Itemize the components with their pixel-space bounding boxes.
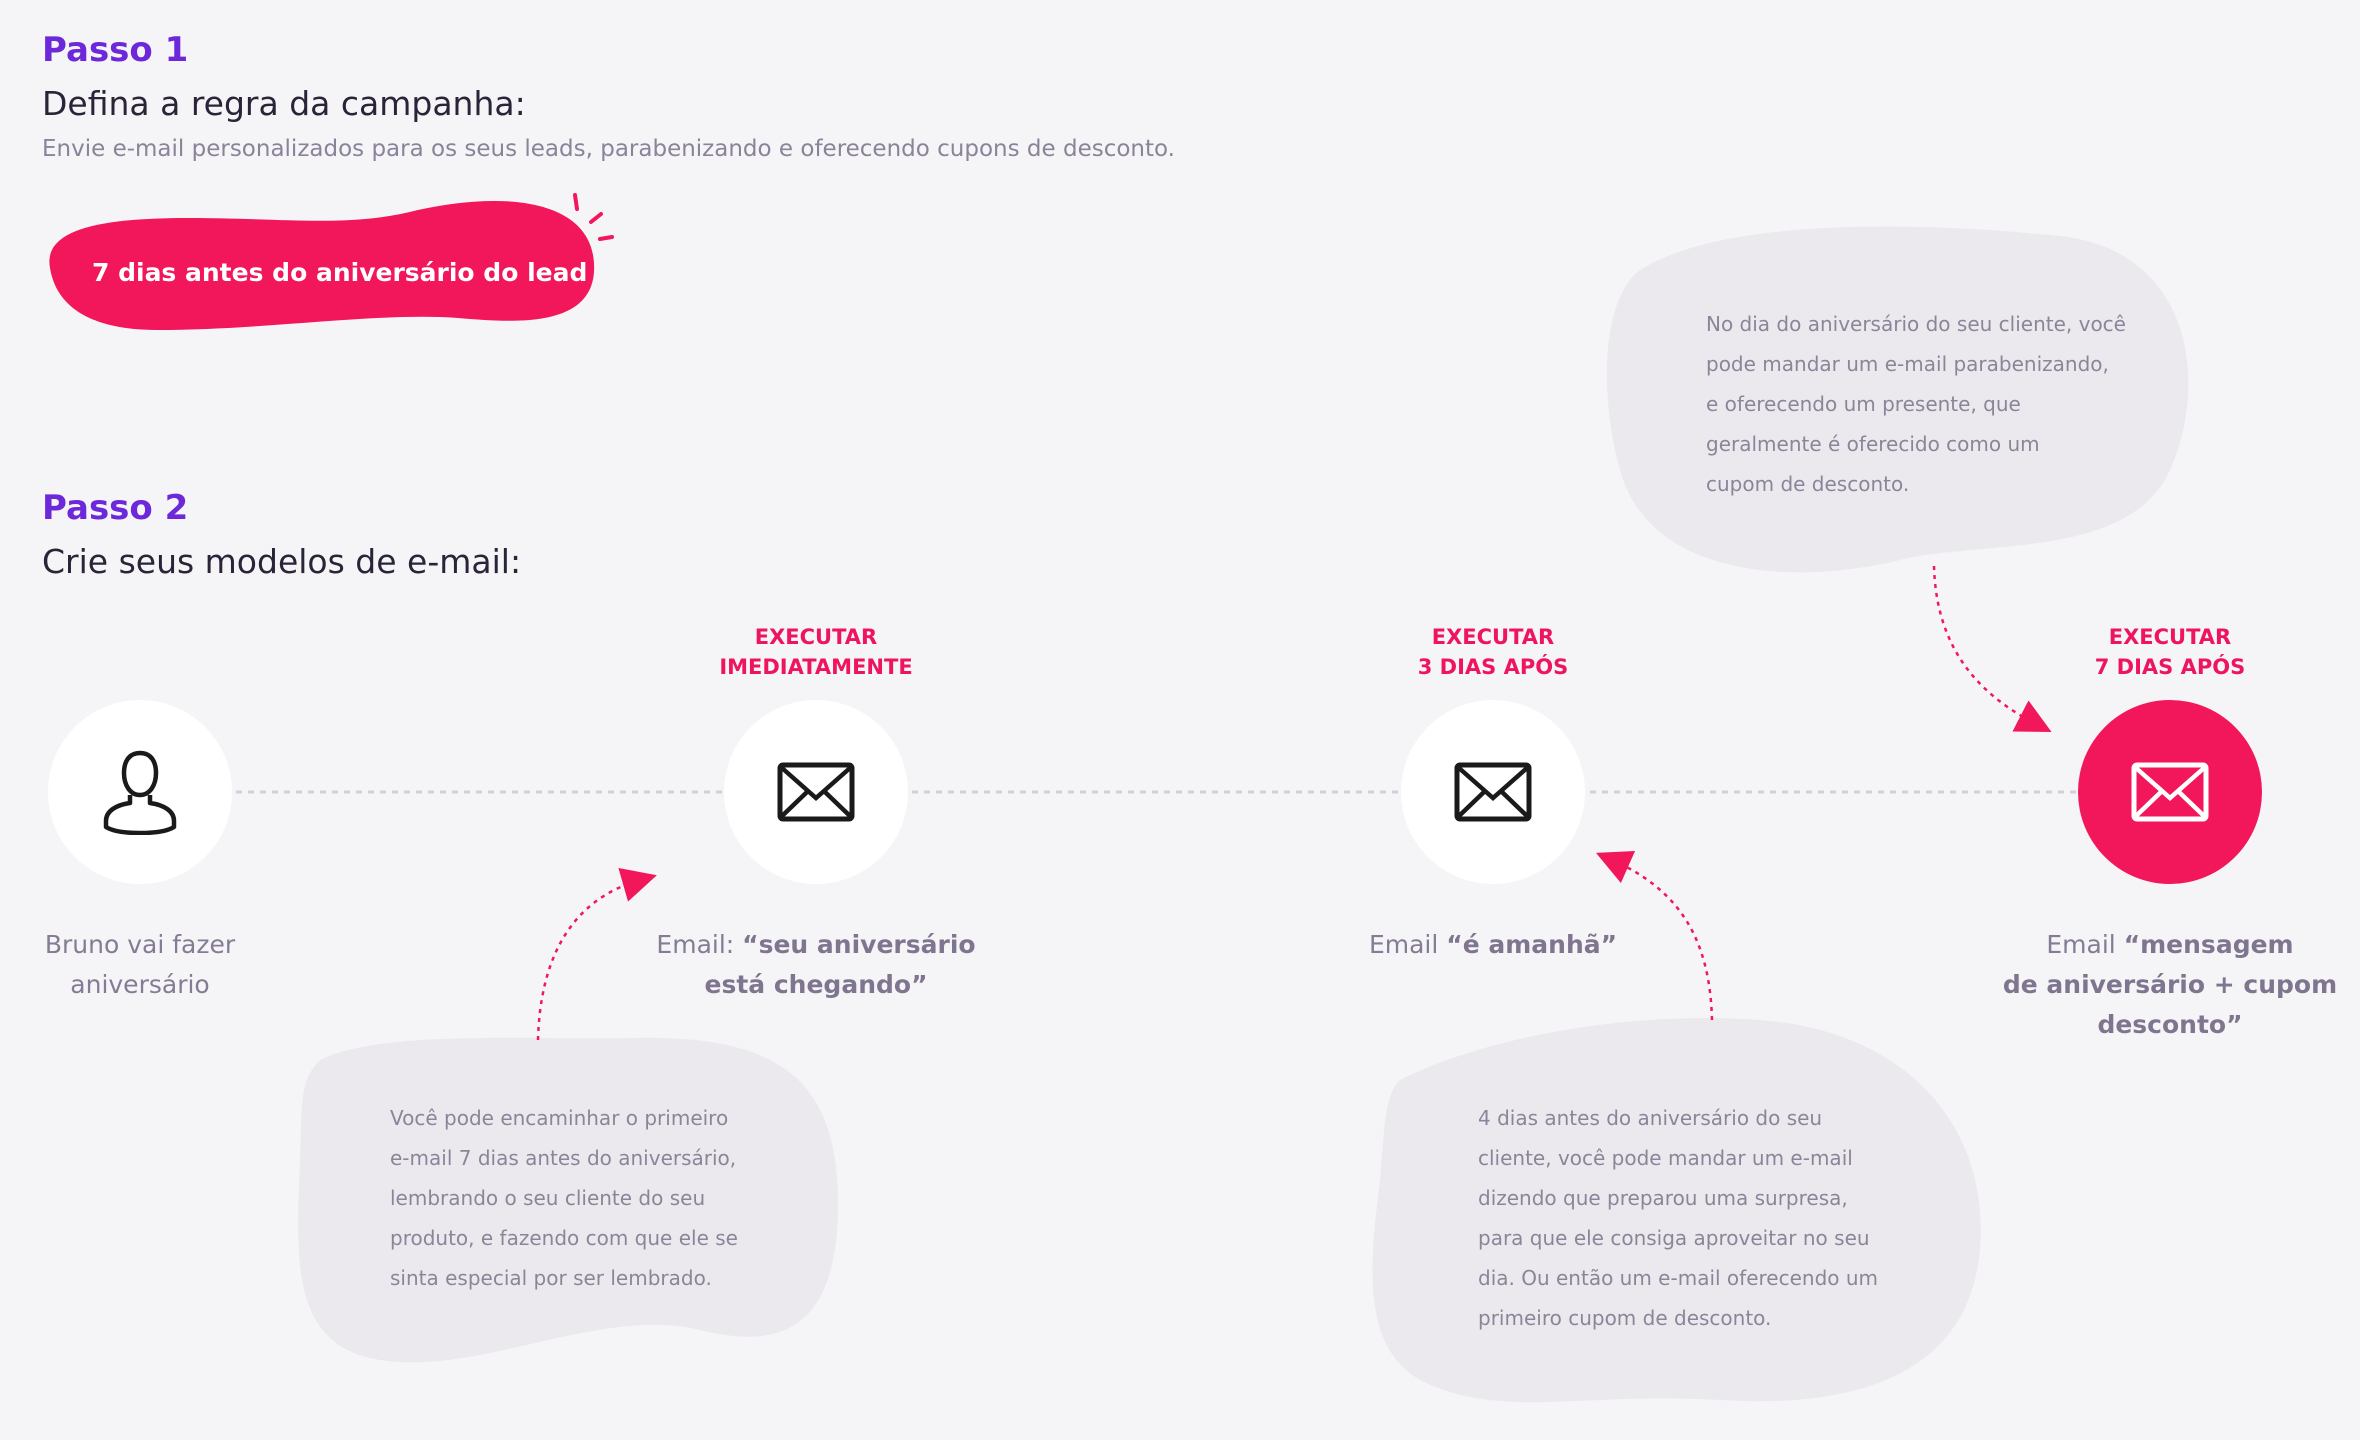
tip3-line: cupom de desconto. [1706, 472, 1910, 496]
email1-node[interactable] [724, 700, 908, 884]
caption-subject: de aniversário + cupom [2002, 970, 2338, 999]
tip2-text: 4 dias antes do aniversário do seu clien… [1478, 1098, 1878, 1338]
tip2-line: dia. Ou então um e-mail oferecendo um [1478, 1266, 1879, 1290]
tip2-line: dizendo que preparou uma surpresa, [1478, 1186, 1848, 1210]
tip1-line: lembrando o seu cliente do seu [390, 1186, 706, 1210]
caption-subject: “mensagem [2123, 930, 2294, 959]
user-icon [103, 750, 177, 835]
exec-line: EXECUTAR [754, 625, 878, 649]
tip3-line: e oferecendo um presente, que [1706, 392, 2021, 416]
email2-node[interactable] [1401, 700, 1585, 884]
step2-subtitle: Crie seus modelos de e-mail: [42, 542, 522, 581]
caption-prefix: Email: [656, 930, 743, 959]
tip3-line: geralmente é oferecido como um [1706, 432, 2040, 456]
rule-badge-label: 7 dias antes do aniversário do lead [92, 258, 588, 287]
email3-node[interactable] [2078, 700, 2262, 884]
caption-line: aniversário [70, 970, 210, 999]
caption-subject: está chegando” [704, 970, 928, 999]
caption-line: Bruno vai fazer [44, 930, 236, 959]
rule-badge[interactable]: 7 dias antes do aniversário do lead [38, 190, 618, 340]
arrow-tip3 [1932, 565, 2052, 733]
tip1-line: produto, e fazendo com que ele se [390, 1226, 738, 1250]
tip2-line: primeiro cupom de desconto. [1478, 1306, 1772, 1330]
tip1-line: sinta especial por ser lembrado. [390, 1266, 712, 1290]
email1-caption: Email: “seu aniversário está chegando” [636, 925, 996, 1005]
email3-exec-label: EXECUTAR 7 DIAS APÓS [1990, 622, 2350, 682]
start-caption: Bruno vai fazer aniversário [0, 925, 300, 1005]
tip1-text: Você pode encaminhar o primeiro e-mail 7… [390, 1098, 738, 1298]
caption-prefix: Email [1368, 930, 1447, 959]
envelope-icon [1454, 762, 1532, 822]
tip3-line: pode mandar um e-mail parabenizando, [1706, 352, 2109, 376]
tip3-text: No dia do aniversário do seu cliente, vo… [1706, 304, 2126, 504]
tip1-blob [298, 1037, 839, 1363]
tip1-line: Você pode encaminhar o primeiro [390, 1106, 729, 1130]
caption-subject: “é amanhã” [1446, 930, 1618, 959]
envelope-icon [777, 762, 855, 822]
caption-subject: desconto” [2097, 1010, 2243, 1039]
caption-subject: “seu aniversário [742, 930, 976, 959]
email1-exec-label: EXECUTAR IMEDIATAMENTE [636, 622, 996, 682]
tip3-line: No dia do aniversário do seu cliente, vo… [1706, 312, 2126, 336]
caption-prefix: Email [2046, 930, 2124, 959]
exec-line: EXECUTAR [1431, 625, 1555, 649]
start-node[interactable] [48, 700, 232, 884]
exec-line: IMEDIATAMENTE [719, 655, 913, 679]
email2-exec-label: EXECUTAR 3 DIAS APÓS [1313, 622, 1673, 682]
tip3-blob [1606, 226, 2189, 573]
email2-caption: Email “é amanhã” [1313, 925, 1673, 965]
rule-badge-shape [49, 193, 614, 330]
tip2-line: 4 dias antes do aniversário do seu [1478, 1106, 1823, 1130]
step2-title: Passo 2 [42, 488, 189, 528]
exec-line: EXECUTAR [2108, 625, 2232, 649]
step1-header: Passo 1 [42, 30, 188, 70]
tip2-line: cliente, você pode mandar um e-mail [1478, 1146, 1853, 1170]
exec-line: 7 DIAS APÓS [2094, 655, 2246, 679]
step1-title: Passo 1 [42, 30, 189, 70]
arrow-tip1 [536, 867, 657, 1041]
step1-description: Envie e-mail personalizados para os seus… [42, 136, 1175, 162]
envelope-icon [2131, 762, 2209, 822]
step1-subtitle: Defina a regra da campanha: [42, 84, 526, 123]
exec-line: 3 DIAS APÓS [1417, 655, 1569, 679]
tip2-line: para que ele consiga aproveitar no seu [1478, 1226, 1870, 1250]
tip2-blob [1372, 1018, 1981, 1403]
email3-caption: Email “mensagem de aniversário + cupom d… [1980, 925, 2360, 1045]
arrow-tip2 [1595, 851, 1714, 1021]
tip1-line: e-mail 7 dias antes do aniversário, [390, 1146, 737, 1170]
